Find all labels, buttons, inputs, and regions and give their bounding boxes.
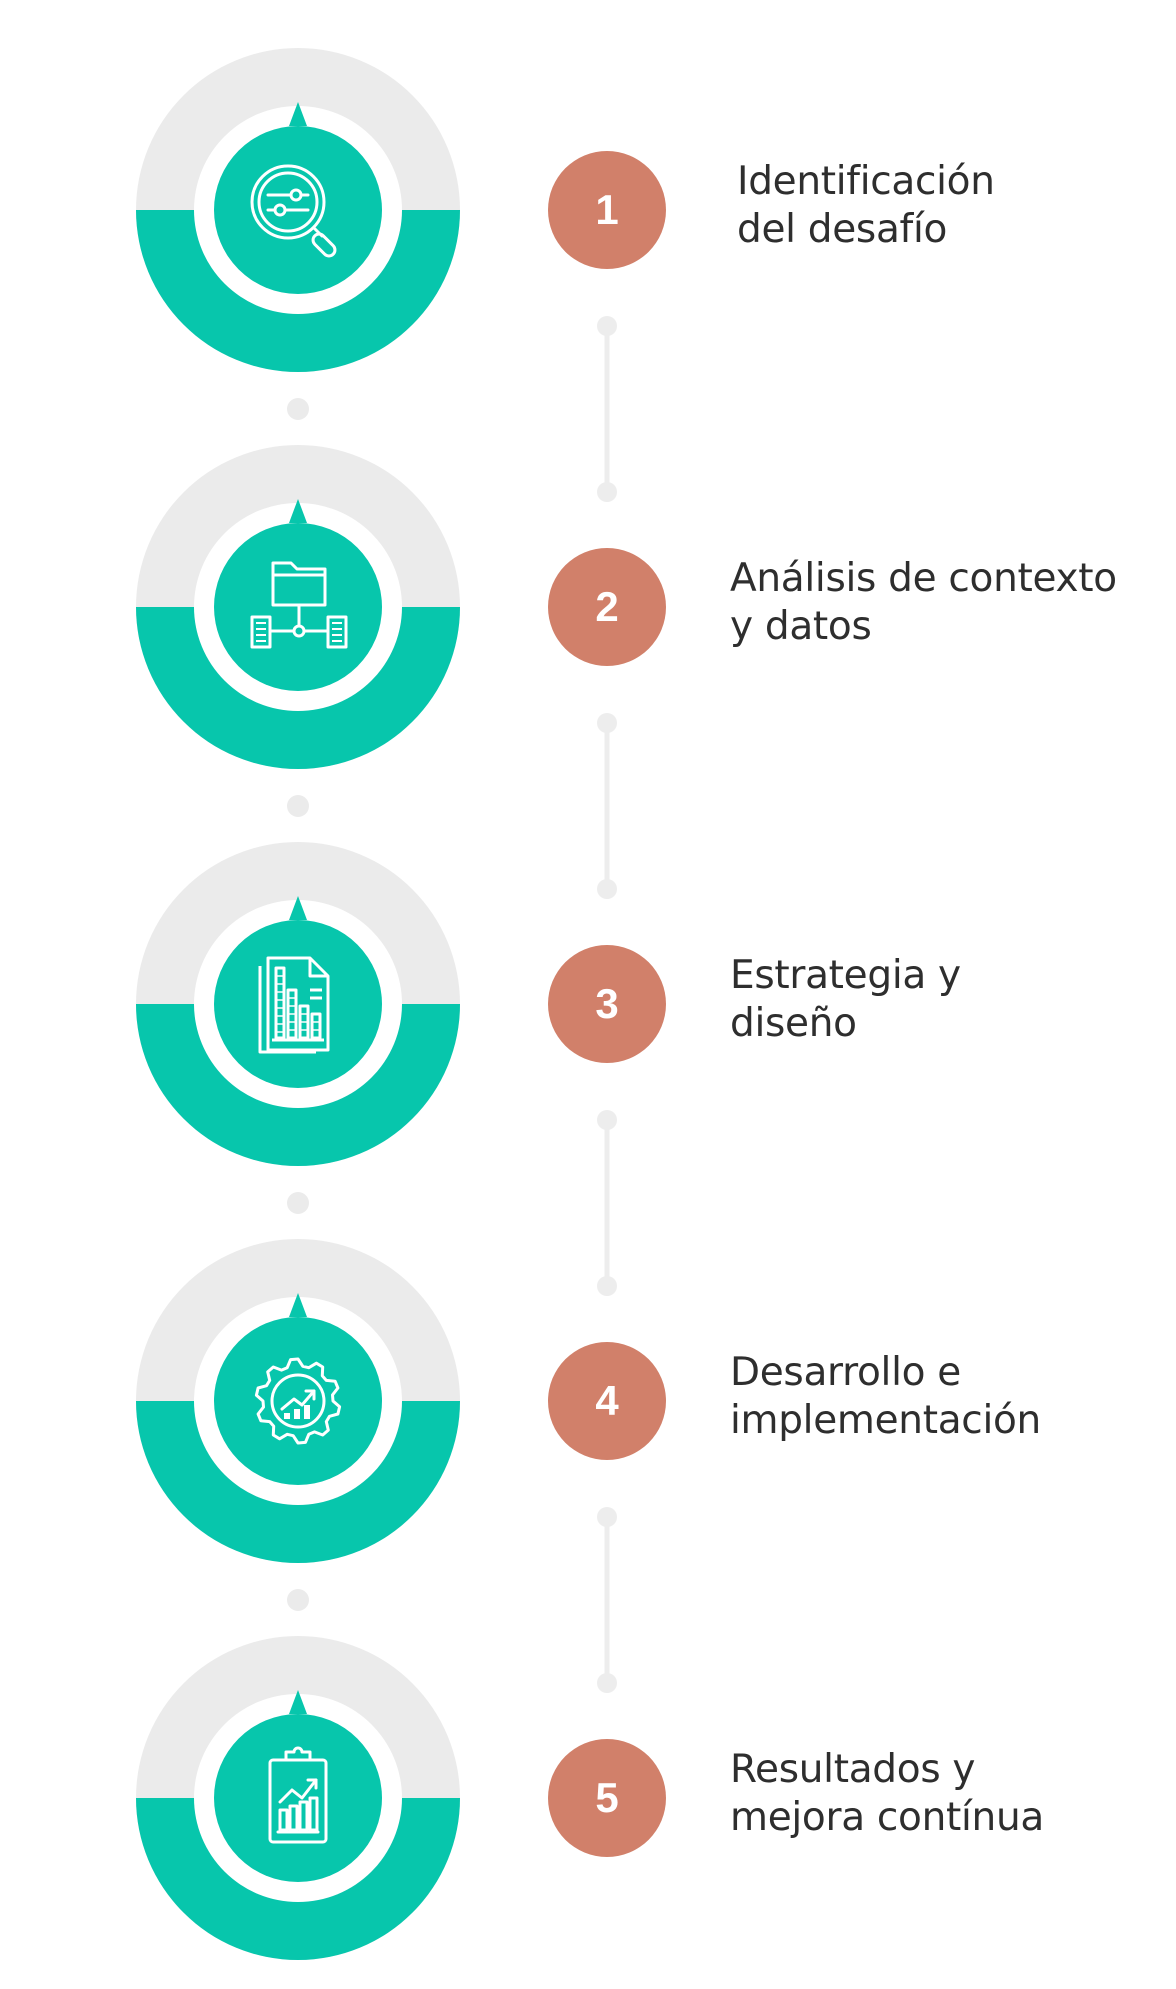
step-label-line-2: implementación (730, 1398, 1041, 1443)
step-label-line-1: Desarrollo e (730, 1350, 961, 1395)
separator-dot (287, 795, 309, 817)
bar-report-icon (258, 956, 330, 1054)
connector-4 (597, 1507, 617, 1693)
step-1-label: Identificación del desafío (737, 158, 1157, 254)
step-3-label: Estrategia y diseño (730, 952, 1150, 1048)
step-label-line-1: Identificación (737, 159, 995, 204)
gear-growth-icon (254, 1357, 342, 1445)
step-4-badge: 4 (548, 1342, 666, 1460)
folder-network-icon (250, 561, 348, 649)
step-label-line-1: Análisis de contexto (730, 556, 1117, 601)
inner-disc (214, 1714, 382, 1882)
step-5-label: Resultados y mejora contínua (730, 1746, 1150, 1842)
connector-end-dot (597, 879, 617, 899)
search-settings-icon (250, 164, 337, 258)
pointer-triangle (289, 102, 307, 126)
step-label-line-2: del desafío (737, 207, 948, 252)
step-label-line-1: Resultados y (730, 1747, 976, 1792)
connector-1 (597, 316, 617, 502)
step-1-badge: 1 (548, 151, 666, 269)
step-2-badge: 2 (548, 548, 666, 666)
step-2-label: Análisis de contexto y datos (730, 555, 1150, 651)
separator-dot (287, 1589, 309, 1611)
connector-end-dot (597, 1276, 617, 1296)
pointer-triangle (289, 499, 307, 523)
step-4-circle (136, 1239, 460, 1563)
connector-3 (597, 1110, 617, 1296)
connector-end-dot (597, 1507, 617, 1527)
step-3-badge: 3 (548, 945, 666, 1063)
pointer-triangle (289, 896, 307, 920)
step-4-label: Desarrollo e implementación (730, 1349, 1150, 1445)
step-number: 3 (595, 980, 619, 1027)
step-number: 4 (595, 1377, 619, 1424)
pointer-triangle (289, 1293, 307, 1317)
step-number: 2 (595, 583, 619, 630)
step-label-line-1: Estrategia y (730, 953, 961, 998)
step-number: 5 (595, 1774, 619, 1821)
connector-end-dot (597, 316, 617, 336)
connector-end-dot (597, 1673, 617, 1693)
inner-disc (214, 920, 382, 1088)
step-1-circle (136, 48, 460, 372)
step-2-circle (136, 445, 460, 769)
step-number: 1 (595, 186, 619, 233)
step-3-circle (136, 842, 460, 1166)
separator-dot (287, 398, 309, 420)
connector-2 (597, 713, 617, 899)
step-label-line-2: y datos (730, 604, 872, 649)
pointer-triangle (289, 1690, 307, 1714)
connector-end-dot (597, 713, 617, 733)
step-5-circle (136, 1636, 460, 1960)
clipboard-chart-icon (268, 1746, 328, 1844)
step-5-badge: 5 (548, 1739, 666, 1857)
step-label-line-2: mejora contínua (730, 1795, 1044, 1840)
connector-end-dot (597, 482, 617, 502)
step-label-line-2: diseño (730, 1001, 857, 1046)
connector-end-dot (597, 1110, 617, 1130)
separator-dot (287, 1192, 309, 1214)
